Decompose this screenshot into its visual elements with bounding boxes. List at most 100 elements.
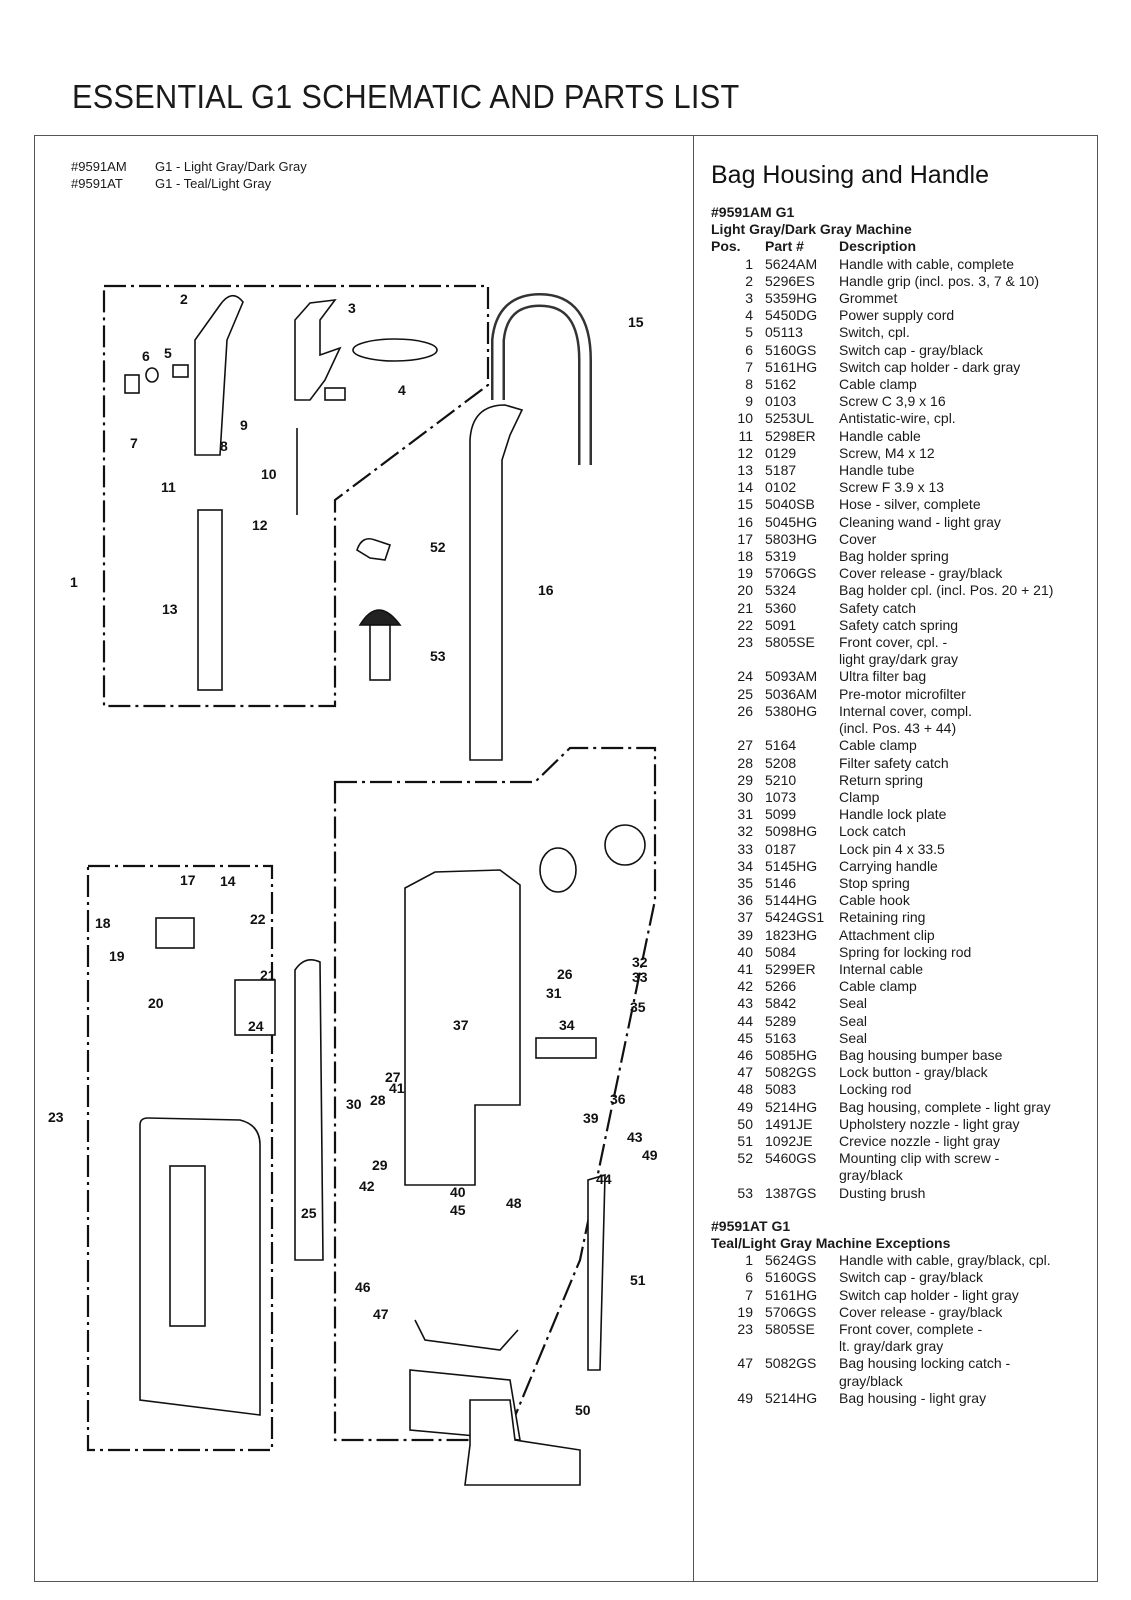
part-description: Internal cable [839, 961, 1053, 978]
part-description: Cable clamp [839, 737, 1053, 754]
part-description: Seal [839, 1030, 1053, 1047]
callout-label: 48 [506, 1195, 522, 1211]
part-pos: 51 [737, 1132, 753, 1149]
callout-label: 50 [575, 1402, 591, 1418]
callout-label: 43 [627, 1129, 643, 1145]
part-number: 0129 [765, 444, 797, 461]
model-code: #9591AT [71, 176, 123, 191]
part-description-line: Ultra filter bag [839, 668, 927, 685]
part-description-line: Internal cable [839, 960, 924, 977]
part-description-line: Handle lock plate [839, 806, 947, 823]
dusting-brush-part [358, 609, 402, 626]
part-pos: 21 [737, 599, 753, 616]
group-boundary-housing [333, 746, 657, 1442]
part-number: 5082GS [765, 1355, 817, 1372]
part-description-line: Antistatic-wire, cpl. [839, 410, 956, 427]
part-pos: 15 [737, 496, 753, 513]
part-number: 5045HG [765, 513, 818, 530]
dusting-brush-neck [369, 624, 391, 681]
part-number: 1387GS [765, 1184, 817, 1201]
part-pos: 46 [737, 1046, 753, 1063]
callout-label: 49 [642, 1147, 658, 1163]
part-description-line: Lock button - gray/black [839, 1064, 988, 1081]
hose-part [491, 292, 592, 465]
part-description: Ultra filter bag [839, 668, 1053, 685]
part-description-line: Attachment clip [839, 926, 935, 943]
part-pos: 3 [745, 290, 753, 307]
part-description: Retaining ring [839, 909, 1053, 926]
part-description-line: (incl. Pos. 43 + 44) [839, 720, 957, 737]
callout-label: 44 [596, 1171, 612, 1187]
model-code: #9591AM [71, 159, 127, 174]
section2-machine: Teal/Light Gray Machine Exceptions [711, 1234, 951, 1251]
callout-label: 22 [250, 911, 266, 927]
upholstery-nozzle-part [464, 1399, 581, 1486]
part-number: 5146 [765, 874, 797, 891]
parts-list-panel: Bag Housing and Handle #9591AM G1 Light … [711, 160, 1091, 1407]
switch-holder-part [124, 374, 140, 394]
model-name: G1 - Light Gray/Dark Gray [155, 159, 307, 174]
part-description-line: Seal [839, 1012, 868, 1029]
part-description-line: Handle with cable, complete [839, 255, 1015, 272]
part-description-line: Safety catch spring [839, 616, 959, 633]
locking-rod-part [414, 1319, 519, 1351]
callout-label: 6 [142, 348, 150, 364]
part-pos: 47 [737, 1355, 753, 1372]
part-number: 5093AM [765, 668, 818, 685]
part-number: 5040SB [765, 496, 815, 513]
bag-holder-part [234, 979, 276, 1036]
section2-model: #9591AT G1 [711, 1217, 791, 1234]
part-number: 5160GS [765, 341, 817, 358]
part-description: Crevice nozzle - light gray [839, 1133, 1053, 1150]
part-description-line: light gray/dark gray [839, 651, 959, 668]
part-pos: 27 [737, 737, 753, 754]
part-description: Handle with cable, gray/black, cpl. [839, 1252, 1051, 1269]
part-number: 5706GS [765, 1303, 817, 1320]
part-pos: 49 [737, 1389, 753, 1406]
part-number: 5210 [765, 771, 797, 788]
part-description-line: Cover release - gray/black [839, 565, 1003, 582]
callout-label: 24 [248, 1018, 264, 1034]
part-pos: 40 [737, 943, 753, 960]
part-number: 5706GS [765, 565, 817, 582]
part-description-line: Return spring [839, 771, 924, 788]
callout-label: 45 [450, 1202, 466, 1218]
part-description: Bag housing - light gray [839, 1390, 1051, 1407]
callout-label: 2 [180, 291, 188, 307]
part-description: Safety catch spring [839, 617, 1053, 634]
part-description: Switch cap - gray/black [839, 1269, 1051, 1286]
part-number: 5161HG [765, 358, 818, 375]
part-description-line: Screw, M4 x 12 [839, 444, 935, 461]
part-pos: 12 [737, 444, 753, 461]
part-number: 5160GS [765, 1269, 817, 1286]
part-number: 5803HG [765, 530, 818, 547]
callout-label: 27 [385, 1069, 401, 1085]
callout-label: 25 [301, 1205, 317, 1221]
part-pos: 6 [745, 341, 753, 358]
part-pos: 49 [737, 1098, 753, 1115]
part-description: Attachment clip [839, 927, 1053, 944]
part-description: Antistatic-wire, cpl. [839, 410, 1053, 427]
part-description: Seal [839, 995, 1053, 1012]
part-description-line: Filter safety catch [839, 754, 949, 771]
section1-model: #9591AM G1 [711, 204, 795, 220]
callout-label: 19 [109, 948, 125, 964]
callout-label: 53 [430, 648, 446, 664]
part-number: 1092JE [765, 1132, 813, 1149]
part-number: 5161HG [765, 1286, 818, 1303]
part-number: 5289 [765, 1012, 797, 1029]
part-number: 0102 [765, 479, 797, 496]
